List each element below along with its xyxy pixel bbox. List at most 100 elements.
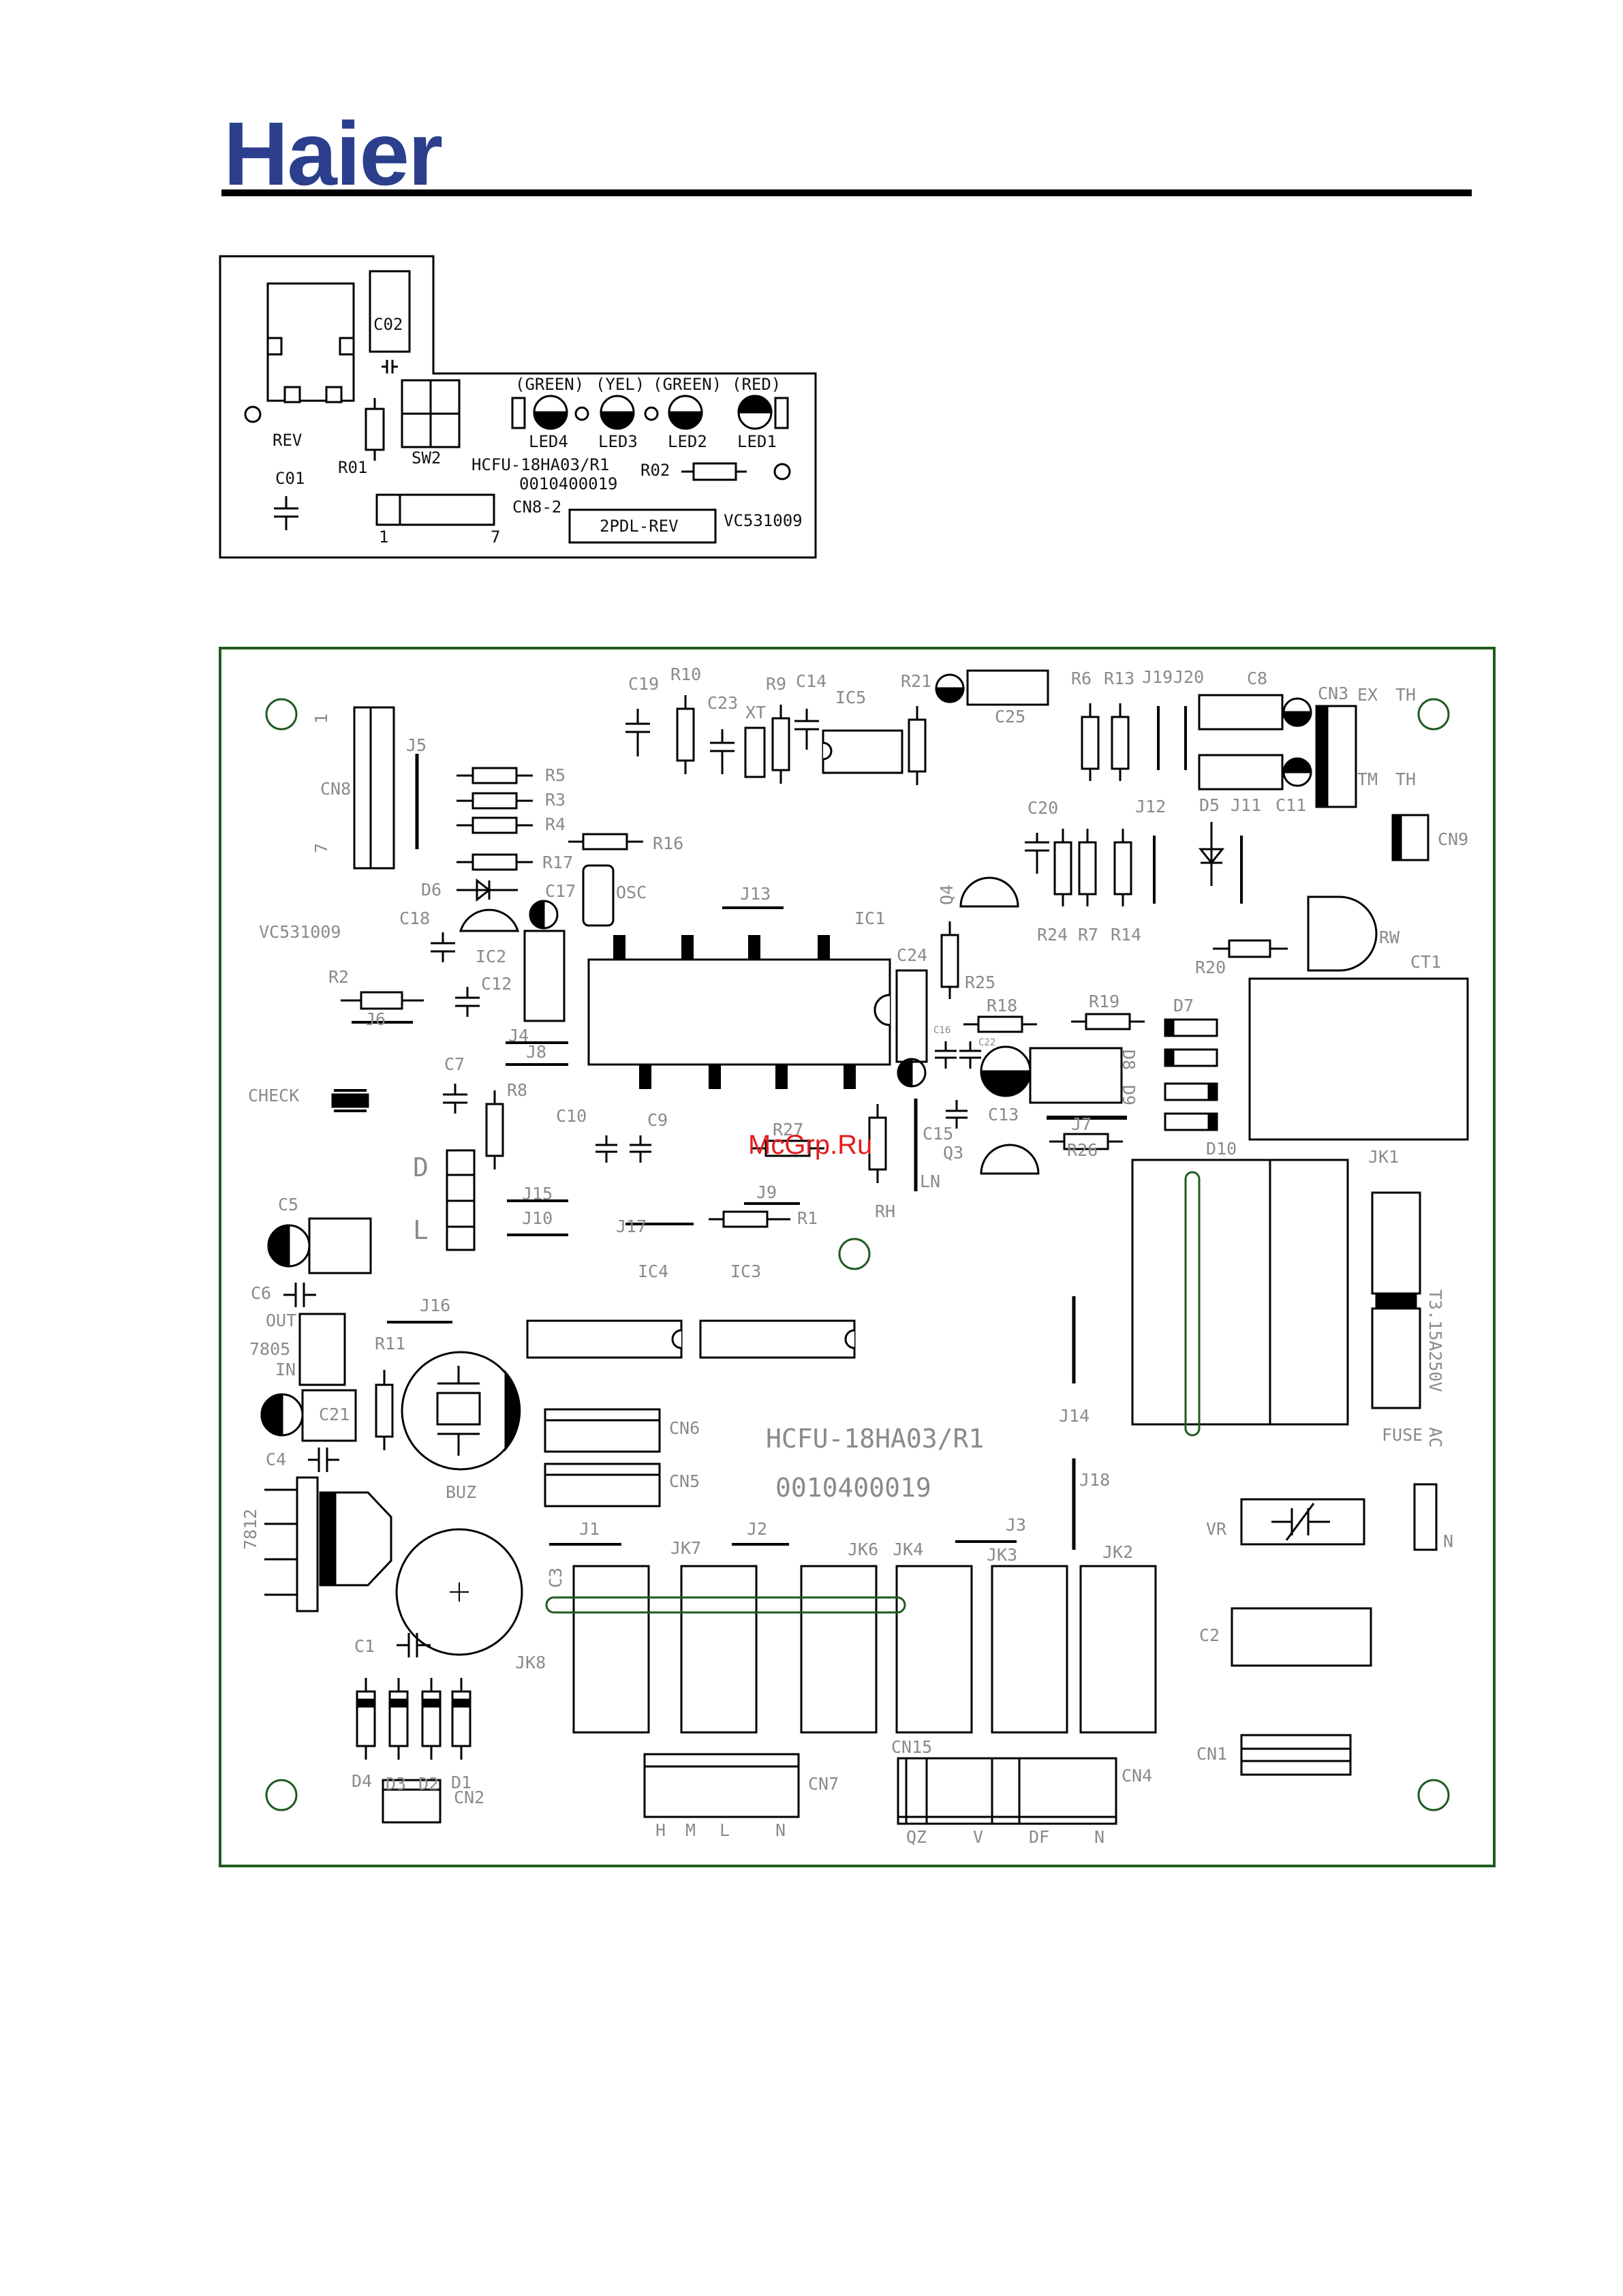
label-j20: J20: [1173, 667, 1204, 687]
label-c17: C17: [545, 881, 576, 901]
bridge-diodes: [356, 1678, 472, 1760]
jk6-relay: [800, 1565, 878, 1734]
label-r1: R1: [797, 1208, 818, 1228]
label-rh: RH: [875, 1201, 895, 1221]
label-c02: C02: [373, 315, 403, 334]
label-c18: C18: [399, 908, 430, 928]
r3-resistor: [472, 792, 518, 810]
check-jumper: [334, 1089, 367, 1112]
label-red: (RED): [732, 375, 781, 394]
label-c01: C01: [275, 469, 305, 488]
j1-j2-j3-jumpers: [549, 1540, 1017, 1546]
label-cn82: CN8-2: [512, 498, 561, 517]
r21-resistor: [908, 718, 927, 773]
mount-hole-bottom-right: [1417, 1779, 1450, 1811]
main-board: [219, 647, 1496, 1867]
r25-resistor: [940, 934, 959, 988]
c6-capacitor: [283, 1283, 316, 1307]
label-r24: R24: [1037, 925, 1068, 945]
ct1-transformer: [1248, 977, 1469, 1141]
c19-capacitor: [625, 709, 650, 756]
label-check: CHECK: [248, 1086, 299, 1105]
label-l2: L: [720, 1820, 730, 1840]
label-c16: C16: [933, 1025, 950, 1036]
label-ct1: CT1: [1410, 952, 1441, 972]
watermark-text: McGrp.Ru: [748, 1130, 873, 1160]
label-c9: C9: [647, 1110, 668, 1130]
label-d1: D1: [451, 1773, 472, 1792]
label-c3: C3: [546, 1567, 566, 1588]
label-j10: J10: [522, 1208, 553, 1228]
cn5-connector: [544, 1463, 661, 1507]
r14-resistor: [1113, 841, 1132, 896]
label-r4: R4: [545, 814, 566, 834]
r20-resistor: [1228, 939, 1271, 958]
led1-pad: [774, 397, 789, 429]
label-out: OUT: [266, 1311, 296, 1330]
label-c4: C4: [266, 1450, 286, 1469]
rw-component: [1307, 896, 1378, 972]
label-j6: J6: [365, 1009, 386, 1029]
xt-crystal: [744, 726, 766, 778]
led-hole: [574, 406, 589, 421]
osc-crystal: [582, 864, 615, 927]
c10-capacitor: [596, 1135, 617, 1163]
c22-capacitor: [959, 1041, 981, 1069]
c16-capacitor: [935, 1041, 957, 1069]
c4-capacitor: [308, 1448, 339, 1472]
c24-capacitor: [895, 969, 928, 1063]
label-vr: VR: [1206, 1519, 1227, 1539]
label-r27: R27: [773, 1120, 803, 1139]
jk7-relay: [680, 1565, 758, 1734]
d5-diode: [1198, 822, 1225, 886]
label-vc: VC531009: [724, 511, 803, 530]
label-pin1: 1: [379, 527, 388, 547]
jk2-relay: [1079, 1565, 1157, 1734]
label-cn1: CN1: [1196, 1744, 1227, 1764]
c13-body: [1029, 1047, 1123, 1104]
label-ic3: IC3: [730, 1261, 761, 1281]
mount-hole-center: [838, 1238, 871, 1270]
r02-resistor: [692, 462, 737, 481]
label-p7: 7: [311, 843, 331, 853]
label-green4: (GREEN): [515, 375, 584, 394]
label-part: 0010400019: [519, 474, 618, 493]
r10-resistor: [676, 707, 695, 762]
c25-capacitor: [966, 669, 1049, 706]
r19-resistor: [1085, 1013, 1131, 1030]
c01-capacitor: [274, 496, 298, 530]
label-r14: R14: [1111, 925, 1141, 945]
label-j16: J16: [420, 1296, 450, 1315]
cn6-connector: [544, 1408, 661, 1453]
label-model2: HCFU-18HA03/R1: [766, 1424, 984, 1454]
fuse-body-top: [1371, 1191, 1421, 1295]
label-v7812: 7812: [241, 1509, 260, 1550]
label-xt: XT: [745, 703, 766, 722]
label-c8: C8: [1247, 669, 1267, 688]
c14-capacitor: [794, 709, 819, 750]
label-box: 2PDL-REV: [600, 517, 679, 536]
c11-capacitor: [1198, 754, 1284, 791]
label-cn15: CN15: [891, 1737, 932, 1757]
label-j14: J14: [1059, 1406, 1089, 1426]
label-j7: J7: [1071, 1114, 1092, 1134]
label-c5: C5: [278, 1195, 298, 1214]
label-pin7: 7: [491, 527, 500, 547]
label-jk6: JK6: [848, 1540, 878, 1559]
j15-j10-jumpers: [507, 1199, 568, 1236]
c21-body: [301, 1389, 357, 1442]
label-r19: R19: [1089, 992, 1119, 1011]
label-led3: LED3: [598, 432, 638, 451]
label-led1: LED1: [737, 432, 777, 451]
label-c20: C20: [1027, 798, 1058, 818]
label-n2: N: [775, 1820, 786, 1840]
label-r5: R5: [545, 765, 566, 785]
label-cn3: CN3: [1318, 684, 1348, 703]
c17-body: [523, 930, 566, 1022]
label-c22: C22: [978, 1037, 995, 1048]
label-part2: 0010400019: [775, 1473, 931, 1503]
fuse-body-bottom: [1371, 1307, 1421, 1409]
label-j12: J12: [1135, 797, 1166, 816]
